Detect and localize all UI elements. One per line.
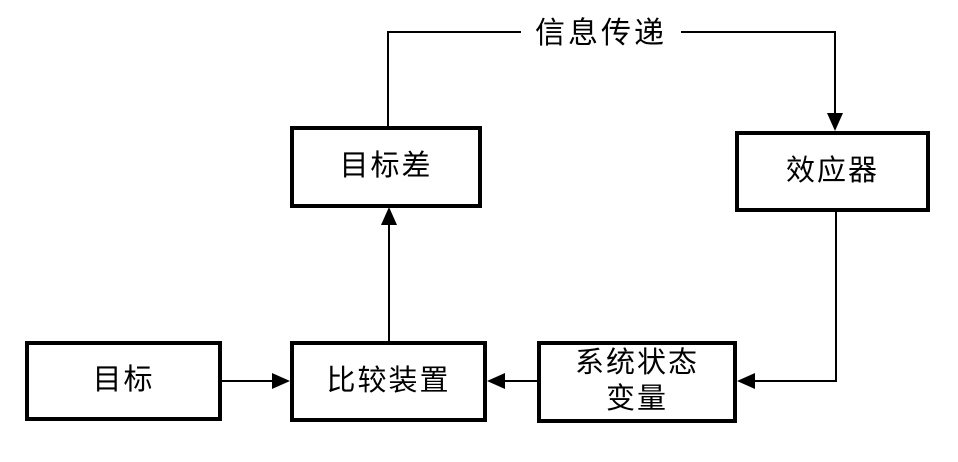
box-goal-label: 目标	[92, 364, 155, 397]
arrow-goaldiff-to-effector-head	[827, 113, 843, 131]
box-system-state-variables-label-line2: 变量	[605, 383, 668, 415]
arrow-goal-to-comparator-head	[272, 373, 290, 389]
box-system-state-variables-label-line1: 系统状态	[574, 347, 699, 380]
box-comparator: 比较装置	[290, 341, 487, 422]
arrow-effector-to-statevars-line	[753, 211, 837, 382]
box-goal-difference: 目标差	[290, 126, 482, 208]
box-system-state-variables-label: 系统状态 变量	[575, 346, 699, 418]
arrow-effector-to-statevars-head	[737, 373, 755, 389]
arrow-statevars-to-comparator-head	[487, 373, 505, 389]
arrow-comparator-to-goaldiff-head	[381, 207, 397, 225]
box-effector: 效应器	[735, 131, 930, 212]
box-comparator-label: 比较装置	[326, 364, 451, 397]
box-effector-label: 效应器	[785, 154, 879, 187]
box-goal: 目标	[25, 341, 222, 421]
edge-label-information-transfer: 信息传递	[521, 8, 681, 53]
box-goal-difference-label: 目标差	[339, 150, 433, 183]
box-system-state-variables: 系统状态 变量	[537, 341, 737, 423]
